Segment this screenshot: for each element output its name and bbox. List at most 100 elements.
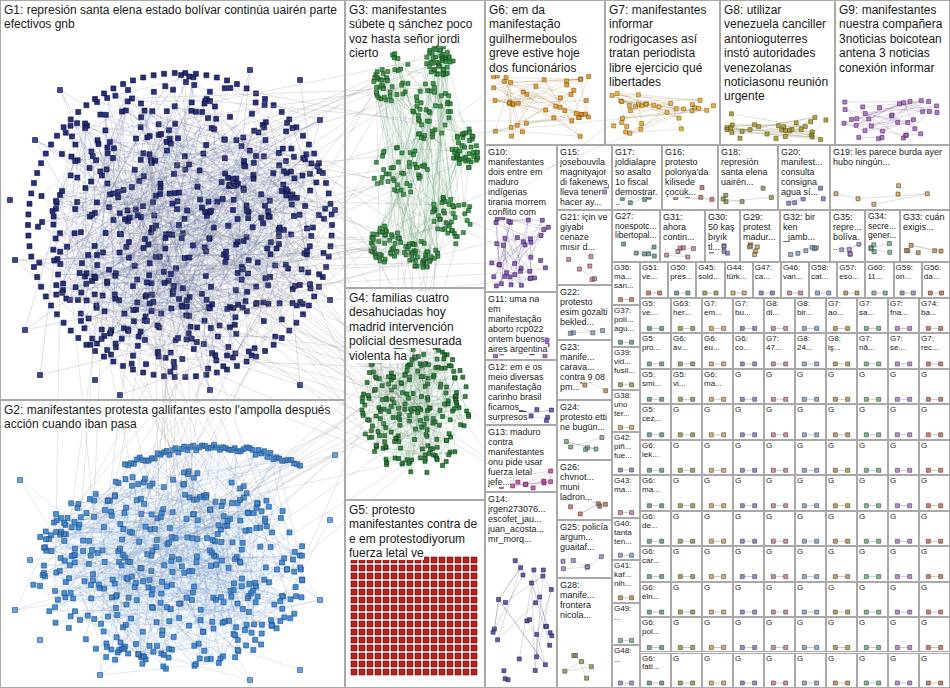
group-cell: G19: les parece burda ayer hubo ningún..… [830,145,950,210]
small-group-cell: G6: car... [640,546,671,581]
group-cell: G24: protesto etti ne bugün... [557,400,612,460]
group-label: G24: protesto etti ne bugün... [560,402,607,432]
small-group-cell: G6: ma... [702,369,733,404]
vertex-squares [872,291,887,295]
small-group-cell: G [671,440,702,475]
vertex-squares [771,397,787,401]
vertex-squares [926,326,942,330]
small-group-cell: G7: em... [702,298,733,333]
group-label: G [890,405,896,414]
small-group-cell: G [764,475,795,510]
vertex-squares [8,68,338,398]
vertex-squares [816,291,831,295]
small-group-cell: G [888,369,919,404]
vertex-squares [709,681,725,685]
group-cell: G33: cuán exigis... [900,210,950,262]
group-label: G8: 24... [797,334,813,352]
group-label: G14: jrgen273076... escofet_jau... juan_… [488,494,546,544]
graph-edges [565,656,592,679]
small-group-cell: G6: ma... [640,475,671,510]
vertex-squares [618,681,633,685]
small-group-cell: G [733,617,764,652]
group-label: G [890,618,896,627]
vertex-squares [709,433,725,437]
vertex-squares [647,291,662,295]
vertex-squares [618,638,633,642]
group-cell: G26: chvnot... muni ladron... [557,460,612,520]
vertex-squares [740,539,756,543]
small-group-cell: G50: pres... [668,262,696,298]
small-group-cell: G [826,653,857,688]
vertex-squares [864,362,880,366]
small-group-cell: G6: co... [733,333,764,368]
small-group-cell: G42: piñ... fue... [612,432,640,475]
vertex-squares [709,397,725,401]
vertex-squares [740,433,756,437]
small-group-cell: G5: cez... [640,404,671,439]
group-label: G5: vi... [673,370,686,388]
group-label: G23: manife... carava... contra 9 08 pm.… [560,342,605,392]
group-label: G57: eso... [839,263,859,281]
vertex-squares [833,681,849,685]
vertex-squares [709,575,725,579]
group-label: G11: uma na em manifestação aborto rcp02… [488,294,548,354]
group-label: G [673,547,679,556]
group-label: G8: bir... [797,299,812,317]
vertex-squares [491,559,554,682]
group-label: G31: ahora contin... [663,212,695,242]
group-label: G [921,441,927,450]
group-label: G [735,547,741,556]
group-label: G [735,618,741,627]
vertex-squares [490,216,551,288]
group-label: G6: eu... [704,334,720,352]
group-label: G [921,547,927,556]
group-label: G7: fna... [890,299,908,317]
small-group-cell: G [733,475,764,510]
vertex-squares [721,186,773,204]
small-group-cell: G [702,404,733,439]
small-group-cell: G43: ma... [612,475,640,518]
group-label: G [797,441,803,450]
group-label: G1: represión santa elena estado bolívar… [4,3,337,31]
graph-edges [66,111,548,483]
small-group-cell: G [702,617,733,652]
group-label: G6: co... [735,334,750,352]
vertex-squares [647,397,663,401]
small-group-cell: G [795,404,826,439]
vertex-squares [771,610,787,614]
group-label: G [828,654,834,663]
vertex-squares [926,362,942,366]
small-group-cell: G [795,511,826,546]
small-group-cell: G [857,511,888,546]
group-label: G25: policía argum... guaitaf... [560,522,608,552]
small-group-cell: G [702,546,733,581]
vertex-squares [802,681,818,685]
small-group-cell: G6: eu... [702,333,733,368]
group-label: G48: ... [614,646,631,664]
group-label: G42: piñ... fue... [614,433,632,460]
vertex-squares [802,646,818,650]
vertex-squares [709,610,725,614]
vertex-squares [926,681,942,685]
group-label: G56: da... [924,263,941,281]
small-group-cell: G [919,582,950,617]
group-cell: G32: bir ken _jamb... [780,210,830,262]
group-cell: G23: manife... carava... contra 9 08 pm.… [557,340,612,400]
small-group-cell: G [857,546,888,581]
group-label: G [766,476,772,485]
group-label: G [921,618,927,627]
graph-edges [492,218,549,286]
small-group-cell: G8: 24... [795,333,826,368]
group-label: G [828,370,834,379]
vertex-squares [740,681,756,685]
group-label: G [859,476,865,485]
group-label: G51: ve... [642,263,659,281]
small-group-cell: G [733,511,764,546]
vertex-squares [647,468,663,472]
group-label: G [673,405,679,414]
vertex-squares [771,504,787,508]
vertex-squares [802,468,818,472]
group-label: G26: chvnot... muni ladron... [560,462,594,502]
group-label: G [921,405,927,414]
small-group-cell: G8: bir... [795,298,826,333]
